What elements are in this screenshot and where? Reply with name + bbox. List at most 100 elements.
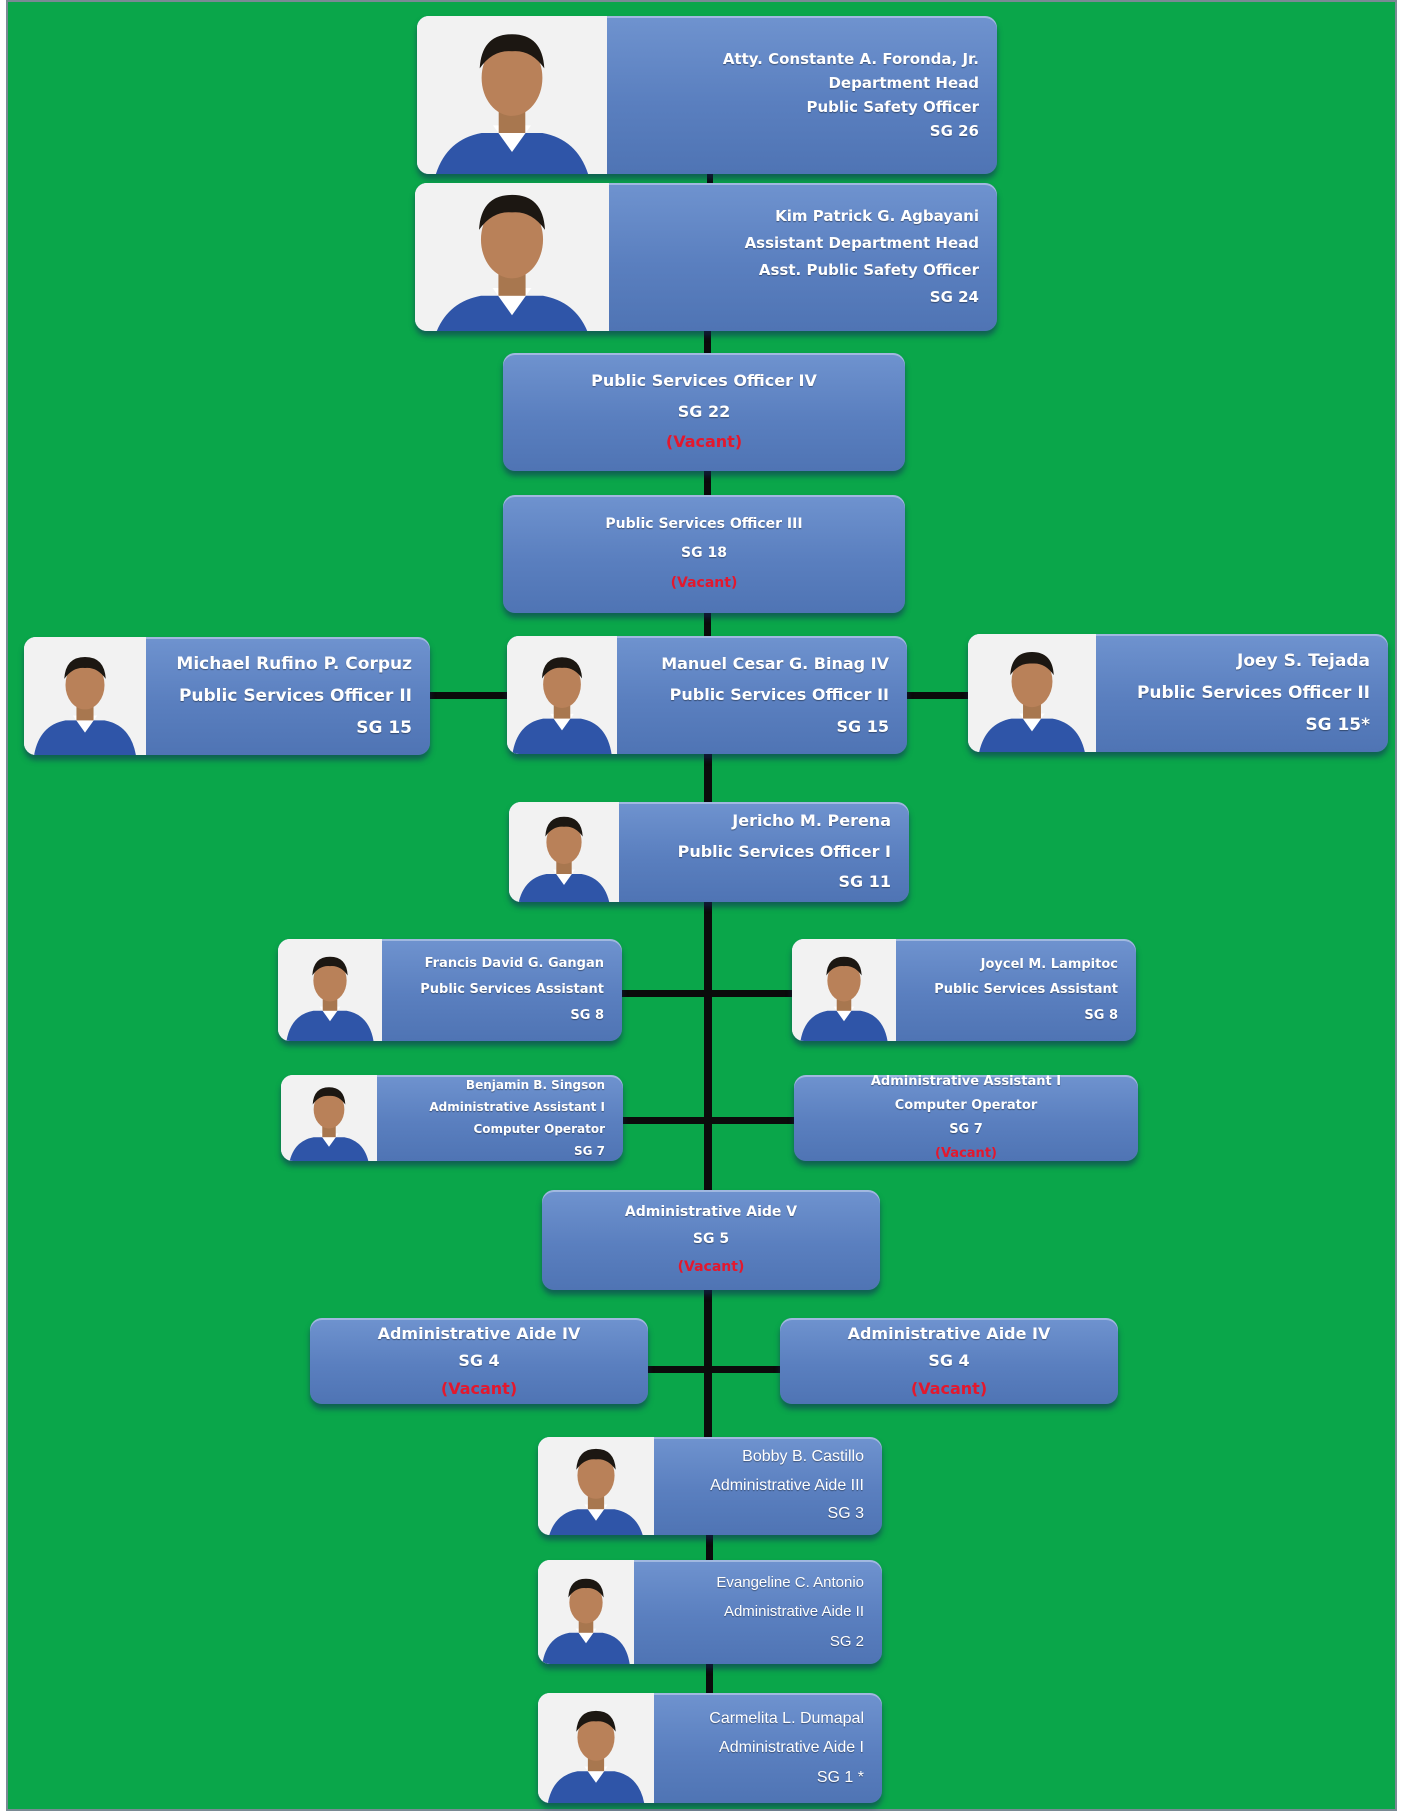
node-detail: SG 4: [458, 1351, 500, 1371]
node-detail: SG 18: [681, 545, 727, 562]
node-detail: SG 15*: [1305, 715, 1370, 736]
node-detail: SG 5: [692, 1231, 730, 1248]
portrait-photo: [415, 183, 609, 331]
portrait-photo: [24, 637, 146, 755]
node-detail: Computer Operator: [894, 1097, 1038, 1113]
administrative-aide-v-box: Administrative Aide V SG 5 (Vacant): [542, 1190, 880, 1290]
node-detail: Public Safety Officer: [806, 98, 979, 116]
vacant-label: (Vacant): [910, 1378, 988, 1398]
vacant-label: (Vacant): [677, 1258, 745, 1275]
manuel-binag-box: Manuel Cesar G. Binag IV Public Services …: [507, 636, 907, 754]
node-detail: Public Services Assistant: [420, 982, 604, 997]
node-detail: SG 7: [949, 1122, 983, 1137]
connector-line: [706, 1664, 713, 1696]
portrait-photo: [538, 1560, 634, 1664]
portrait-photo: [507, 636, 617, 754]
node-detail: SG 11: [838, 872, 892, 892]
portrait-photo: [509, 802, 619, 902]
node-title: Administrative Aide IV: [847, 1324, 1051, 1344]
connector-line: [704, 902, 712, 1294]
vacant-label: (Vacant): [665, 432, 743, 452]
node-detail: Public Services Officer II: [1136, 682, 1370, 703]
node-title: Atty. Constante A. Foronda, Jr.: [722, 50, 979, 68]
node-detail: SG 15: [356, 718, 412, 739]
connector-line: [622, 1117, 794, 1124]
portrait-photo: [278, 939, 382, 1041]
connector-line: [706, 1535, 713, 1563]
node-detail: SG 4: [928, 1351, 970, 1371]
node-detail: SG 22: [677, 401, 731, 421]
administrative-aide-iv-right-box: Administrative Aide IV SG 4 (Vacant): [780, 1318, 1118, 1404]
connector-line: [707, 172, 713, 186]
node-title: Carmelita L. Dumapal: [709, 1709, 864, 1727]
node-title: Evangeline C. Antonio: [716, 1574, 864, 1592]
node-detail: Administrative Assistant I: [429, 1099, 605, 1114]
administrative-assistant-i-vacant-box: Administrative Assistant I Computer Opera…: [794, 1075, 1138, 1161]
portrait-photo: [281, 1075, 377, 1161]
node-title: Michael Rufino P. Corpuz: [176, 653, 412, 674]
node-detail: Administrative Aide II: [723, 1603, 864, 1621]
node-detail: Public Services Officer II: [178, 685, 412, 706]
node-title: Administrative Aide V: [624, 1204, 798, 1221]
node-detail: SG 26: [929, 122, 979, 140]
portrait-photo: [538, 1437, 654, 1535]
administrative-aide-iv-left-box: Administrative Aide IV SG 4 (Vacant): [310, 1318, 648, 1404]
portrait-photo: [417, 16, 607, 174]
node-title: Manuel Cesar G. Binag IV: [661, 654, 889, 674]
node-detail: SG 8: [570, 1008, 604, 1023]
node-title: Joey S. Tejada: [1237, 650, 1370, 671]
node-detail: Public Services Officer I: [677, 841, 891, 861]
connector-line: [907, 692, 970, 699]
node-title: Jericho M. Perena: [732, 811, 891, 831]
node-detail: Public Services Officer II: [669, 685, 889, 705]
node-detail: Department Head: [828, 74, 979, 92]
vacant-label: (Vacant): [440, 1378, 518, 1398]
portrait-photo: [792, 939, 896, 1041]
node-title: Benjamin B. Singson: [465, 1077, 605, 1092]
connector-line: [622, 990, 794, 997]
node-title: Francis David G. Gangan: [424, 956, 604, 971]
node-detail: SG 7: [573, 1144, 605, 1159]
node-detail: SG 2: [829, 1632, 864, 1650]
node-title: Bobby B. Castillo: [742, 1447, 864, 1465]
connector-line: [648, 1366, 782, 1373]
connector-line: [704, 331, 711, 355]
portrait-photo: [538, 1693, 654, 1803]
connector-line: [704, 754, 712, 804]
vacant-label: (Vacant): [935, 1146, 997, 1161]
node-detail: Administrative Aide I: [719, 1739, 864, 1757]
connector-line: [430, 692, 509, 699]
public-services-officer-iv-box: Public Services Officer IV SG 22 (Vacant): [503, 353, 905, 471]
node-title: Joycel M. Lampitoc: [980, 956, 1118, 972]
node-title: Kim Patrick G. Agbayani: [775, 207, 979, 225]
node-detail: Computer Operator: [473, 1122, 605, 1136]
node-detail: Assistant Department Head: [744, 234, 979, 252]
node-title: Administrative Assistant I: [870, 1075, 1062, 1089]
department-head-box: Atty. Constante A. Foronda, Jr. Departmen…: [417, 16, 997, 174]
node-title: Public Services Officer III: [605, 515, 803, 532]
public-services-officer-iii-box: Public Services Officer III SG 18 (Vacant): [503, 495, 905, 613]
node-detail: SG 24: [929, 288, 979, 306]
vacant-label: (Vacant): [670, 574, 738, 591]
node-detail: SG 8: [1084, 1007, 1118, 1023]
node-detail: Administrative Aide III: [710, 1476, 864, 1494]
node-title: Administrative Aide IV: [377, 1324, 581, 1344]
node-detail: SG 15: [836, 716, 890, 736]
connector-line: [704, 613, 711, 638]
node-detail: Asst. Public Safety Officer: [758, 261, 979, 279]
portrait-photo: [968, 634, 1096, 752]
node-detail: SG 1 *: [816, 1768, 864, 1786]
connector-line: [704, 471, 711, 497]
node-detail: Public Services Assistant: [934, 982, 1118, 998]
node-title: Public Services Officer IV: [591, 371, 817, 391]
